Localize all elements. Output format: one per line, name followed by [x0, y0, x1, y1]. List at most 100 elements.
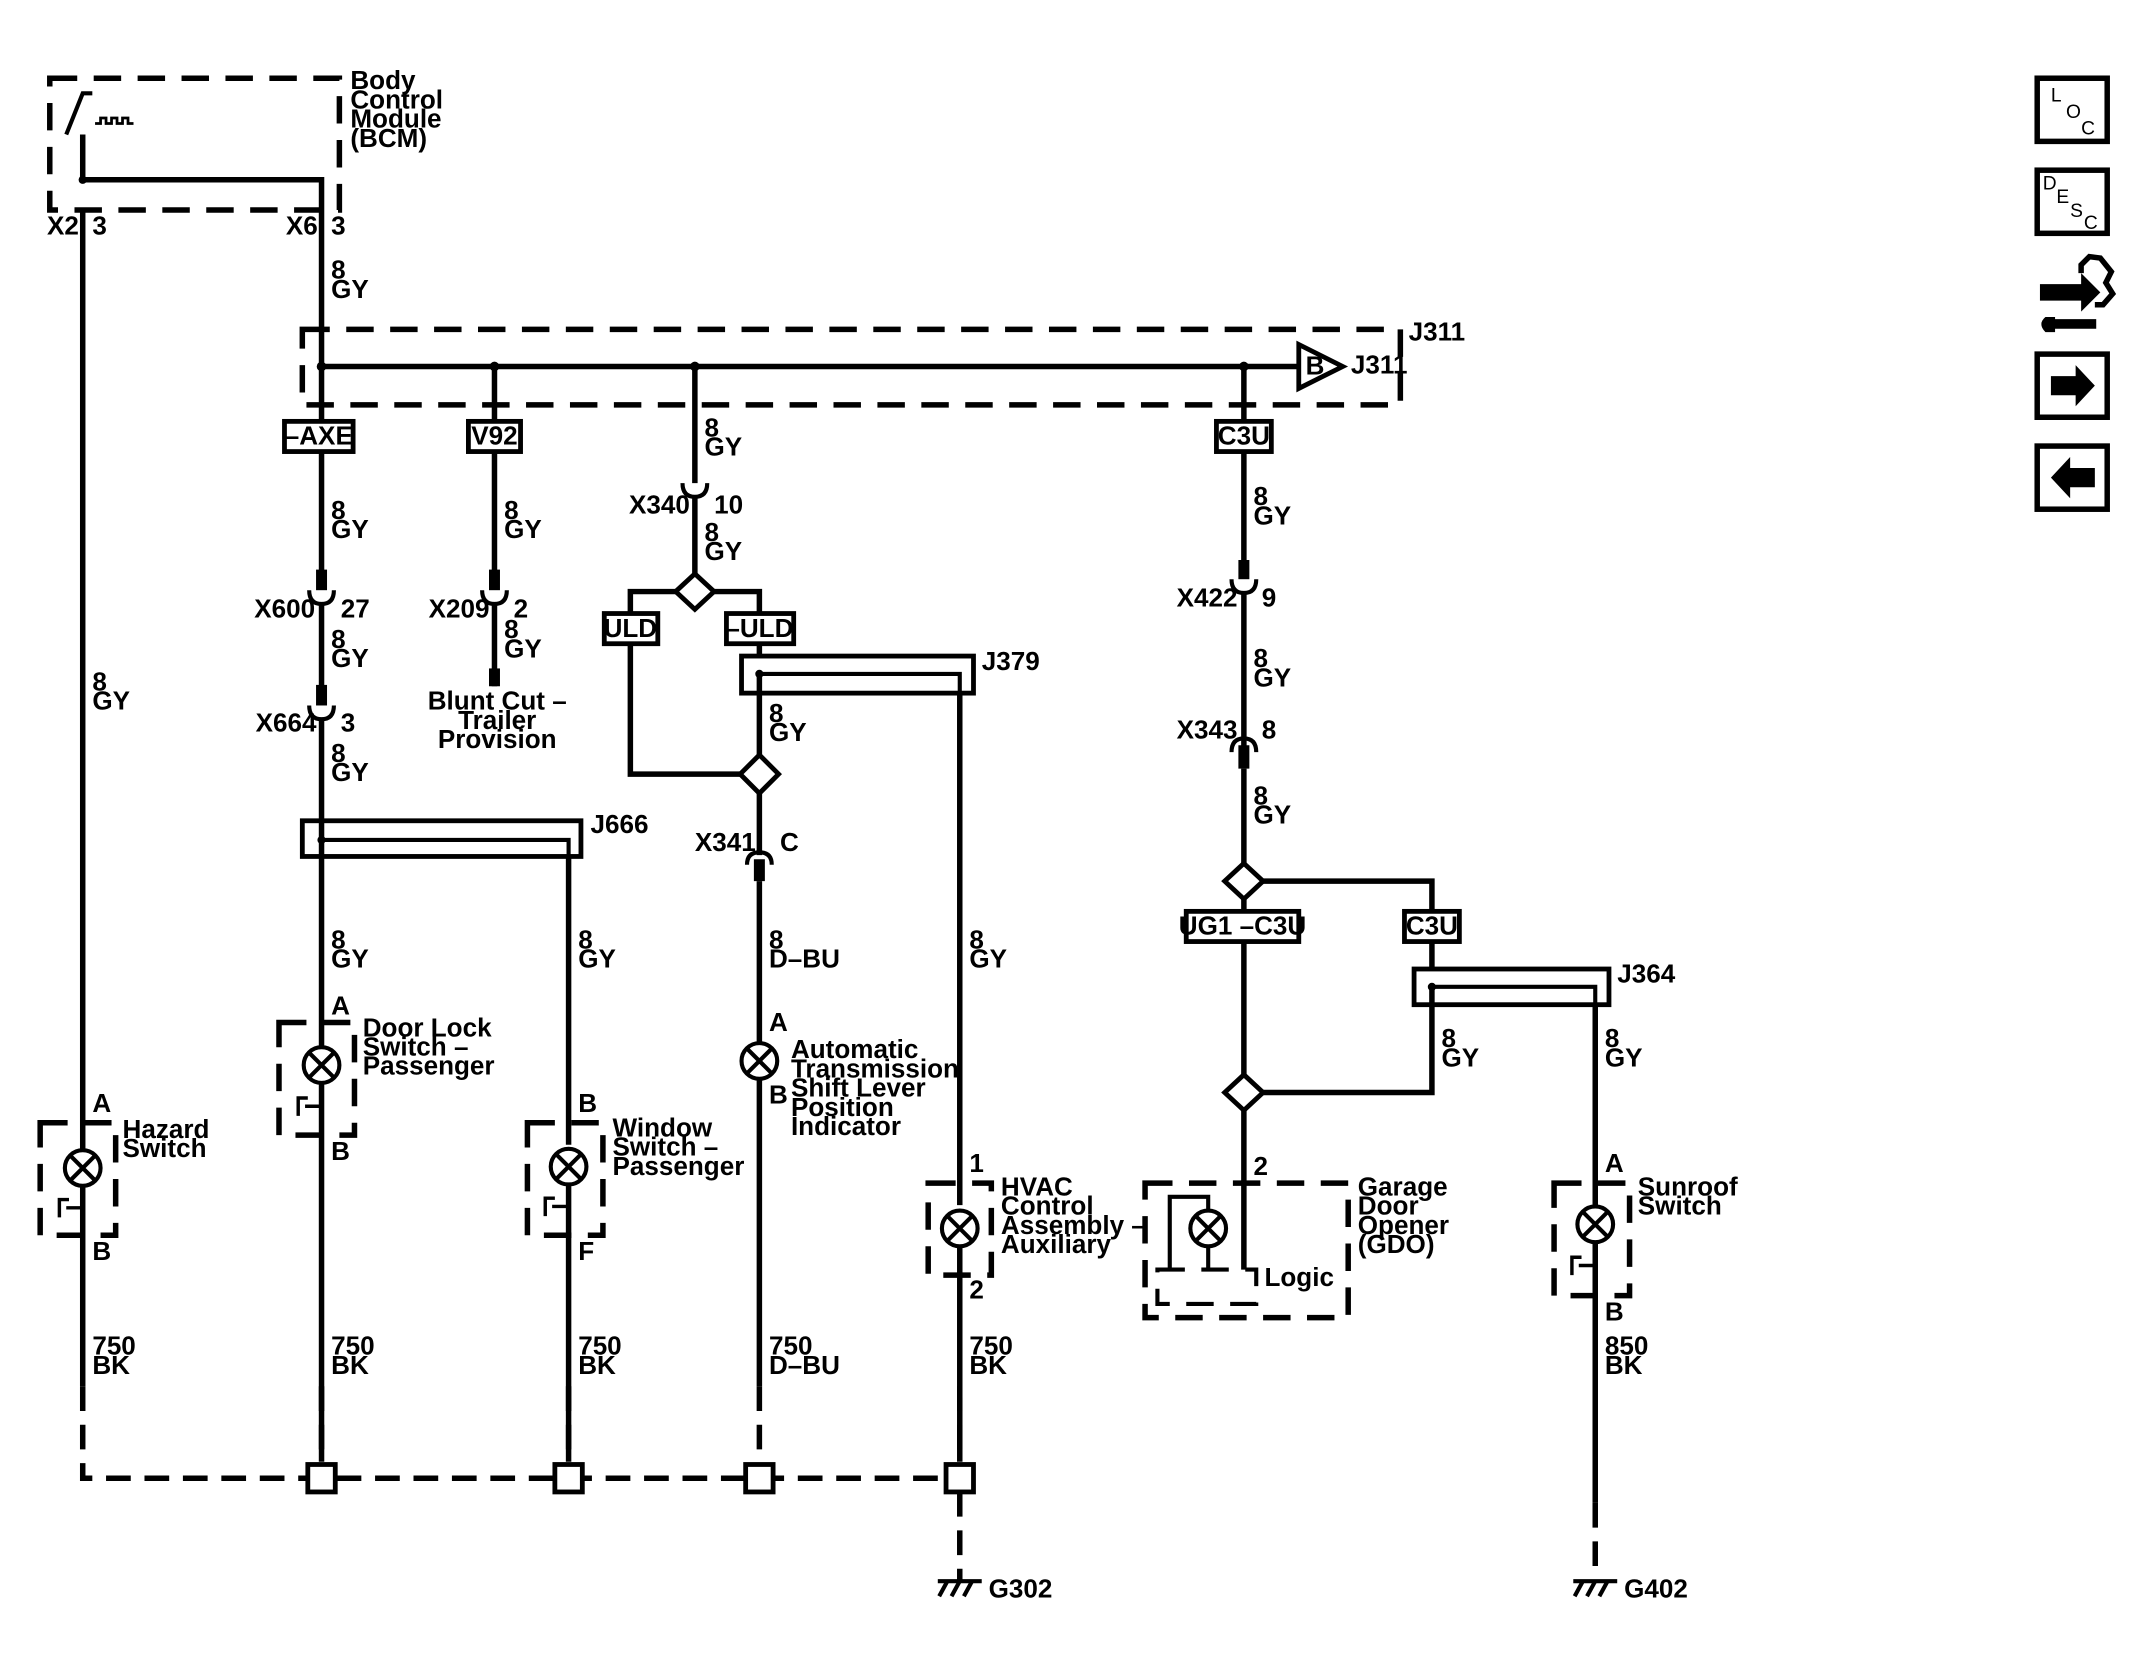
wire-gauge-label: 8	[1253, 481, 1267, 511]
pin-label: 1	[969, 1148, 983, 1178]
j666-label: J666	[591, 809, 649, 839]
door-lock-switch-box	[276, 1019, 358, 1138]
wire-color-label: GY	[969, 944, 1007, 974]
connector-x664: X664	[256, 708, 317, 738]
option-box-ug1-c3u	[1183, 908, 1302, 944]
connector-x341-female	[744, 850, 774, 865]
wire-j364-to-merge	[1263, 986, 1435, 1096]
option-box-c3u-top	[1214, 418, 1274, 454]
option-c3u-right-label: C3U	[1406, 911, 1458, 941]
wire-gauge-label: 8	[769, 698, 784, 728]
bcm-switch-symbol	[64, 91, 93, 136]
wire-gauge-label: 8	[331, 495, 346, 525]
ground-splice-square	[305, 1462, 338, 1495]
bcm-name-4: (BCM)	[350, 123, 427, 153]
option-box-uld	[601, 611, 661, 647]
j311-label: J311	[1409, 316, 1466, 346]
bcm-pulse-symbol	[95, 116, 134, 125]
wire-color-label: GY	[1253, 500, 1291, 530]
next-page-button[interactable]	[2034, 351, 2110, 420]
wire-to-c3u-right	[1263, 878, 1435, 912]
connector-x2: X2	[47, 211, 79, 241]
desc-button[interactable]: D E S C	[2034, 167, 2110, 237]
blunt-cut-name-1: Blunt Cut –	[428, 686, 567, 716]
option-v92-label: V92	[471, 421, 517, 451]
switch-contact-icon	[57, 1197, 83, 1218]
wire-color-label: GY	[331, 514, 369, 544]
wire-color-label: BK	[92, 1350, 130, 1380]
j364-label: J364	[1617, 959, 1675, 989]
option-box-not-uld	[724, 611, 797, 647]
wire-gauge-label: 8	[331, 255, 346, 285]
wire-uld-to-merge	[627, 643, 742, 777]
wire-color-label: GY	[1253, 662, 1291, 692]
wire-gauge-label: 8	[1253, 643, 1267, 673]
diagnostics-button[interactable]	[2039, 253, 2117, 333]
option-c3u-top-label: C3U	[1218, 421, 1270, 451]
hazard-switch-box	[37, 1119, 119, 1239]
wire-color-label: BK	[331, 1350, 369, 1380]
trans-name-5: Indicator	[791, 1111, 901, 1141]
j379-splice-box	[739, 653, 976, 696]
connector-x422-pin: 9	[1262, 583, 1277, 613]
pin-label: B	[1605, 1296, 1624, 1326]
pin-label: 2	[1253, 1151, 1267, 1181]
window-name-1: Window	[613, 1112, 713, 1142]
j379-label: J379	[982, 646, 1040, 676]
connector-x340: X340	[629, 489, 690, 519]
wire-color-label: GY	[331, 757, 369, 787]
option-box-v92	[465, 418, 523, 454]
connector-x2-pin: 3	[92, 211, 106, 241]
connector-x341-pin: C	[780, 827, 799, 857]
wire-color-label: GY	[1253, 800, 1291, 830]
prev-page-button[interactable]	[2034, 443, 2110, 512]
wire-gauge-label: 8	[969, 924, 983, 954]
pin-label: B	[769, 1080, 788, 1110]
j666-splice-box	[299, 818, 584, 859]
arrow-right-icon	[2050, 365, 2095, 407]
wire-gauge-label: 8	[769, 924, 784, 954]
loc-letter: L	[2051, 86, 2062, 107]
wire-gauge-label: 750	[92, 1331, 135, 1361]
lamp-cross-icon	[945, 1214, 974, 1243]
connector-x209-pin: 2	[514, 594, 529, 624]
wire-gauge-label: 8	[331, 624, 346, 654]
lamp-cross-icon	[1194, 1214, 1223, 1243]
connector-x343-pin: 8	[1262, 714, 1277, 744]
gdo-name-1: Garage	[1358, 1171, 1448, 1201]
pin-label: 2	[969, 1274, 983, 1304]
ground-g402-icon	[1572, 1579, 1618, 1598]
option-not-uld-label: –ULD	[725, 613, 793, 643]
desc-letter: C	[2084, 213, 2098, 234]
wire-color-label: GY	[578, 944, 616, 974]
ground-g302-icon	[937, 1579, 982, 1598]
wire-color-label: BK	[1605, 1350, 1643, 1380]
option-uld-label: ULD	[604, 613, 658, 643]
j311-ref-label: J311	[1351, 349, 1408, 379]
connector-x664-pin: 3	[341, 708, 356, 738]
gdo-box	[1142, 1180, 1351, 1321]
wire-gauge-label: 8	[704, 517, 719, 547]
j311-arrow-letter: B	[1306, 351, 1325, 381]
connector-x6-pin: 3	[331, 211, 346, 241]
wrench-connector-icon	[2039, 253, 2117, 333]
loc-letter: O	[2066, 102, 2081, 123]
loc-button[interactable]: L O C	[2034, 75, 2110, 145]
trans-name-2: Transmission	[791, 1053, 959, 1083]
ground-splice-square	[943, 1462, 976, 1495]
sunroof-name-1: Sunroof	[1638, 1171, 1738, 1201]
wire-gauge-label: 750	[578, 1331, 621, 1361]
hazard-name-1: Hazard	[123, 1114, 210, 1144]
connector-x343: X343	[1177, 714, 1238, 744]
pin-label: B	[578, 1088, 597, 1118]
ground-bus-dashed	[79, 1386, 960, 1481]
wire-gauge-label: 8	[504, 495, 519, 525]
trans-name-4: Position	[791, 1092, 894, 1122]
door-lock-name-3: Passenger	[363, 1051, 495, 1081]
door-lock-name-2: Switch –	[363, 1031, 469, 1061]
lamp-cross-icon	[307, 1051, 336, 1079]
wire-color-label: GY	[704, 432, 742, 462]
window-name-2: Switch –	[613, 1132, 719, 1162]
wire-gauge-label: 8	[331, 924, 346, 954]
